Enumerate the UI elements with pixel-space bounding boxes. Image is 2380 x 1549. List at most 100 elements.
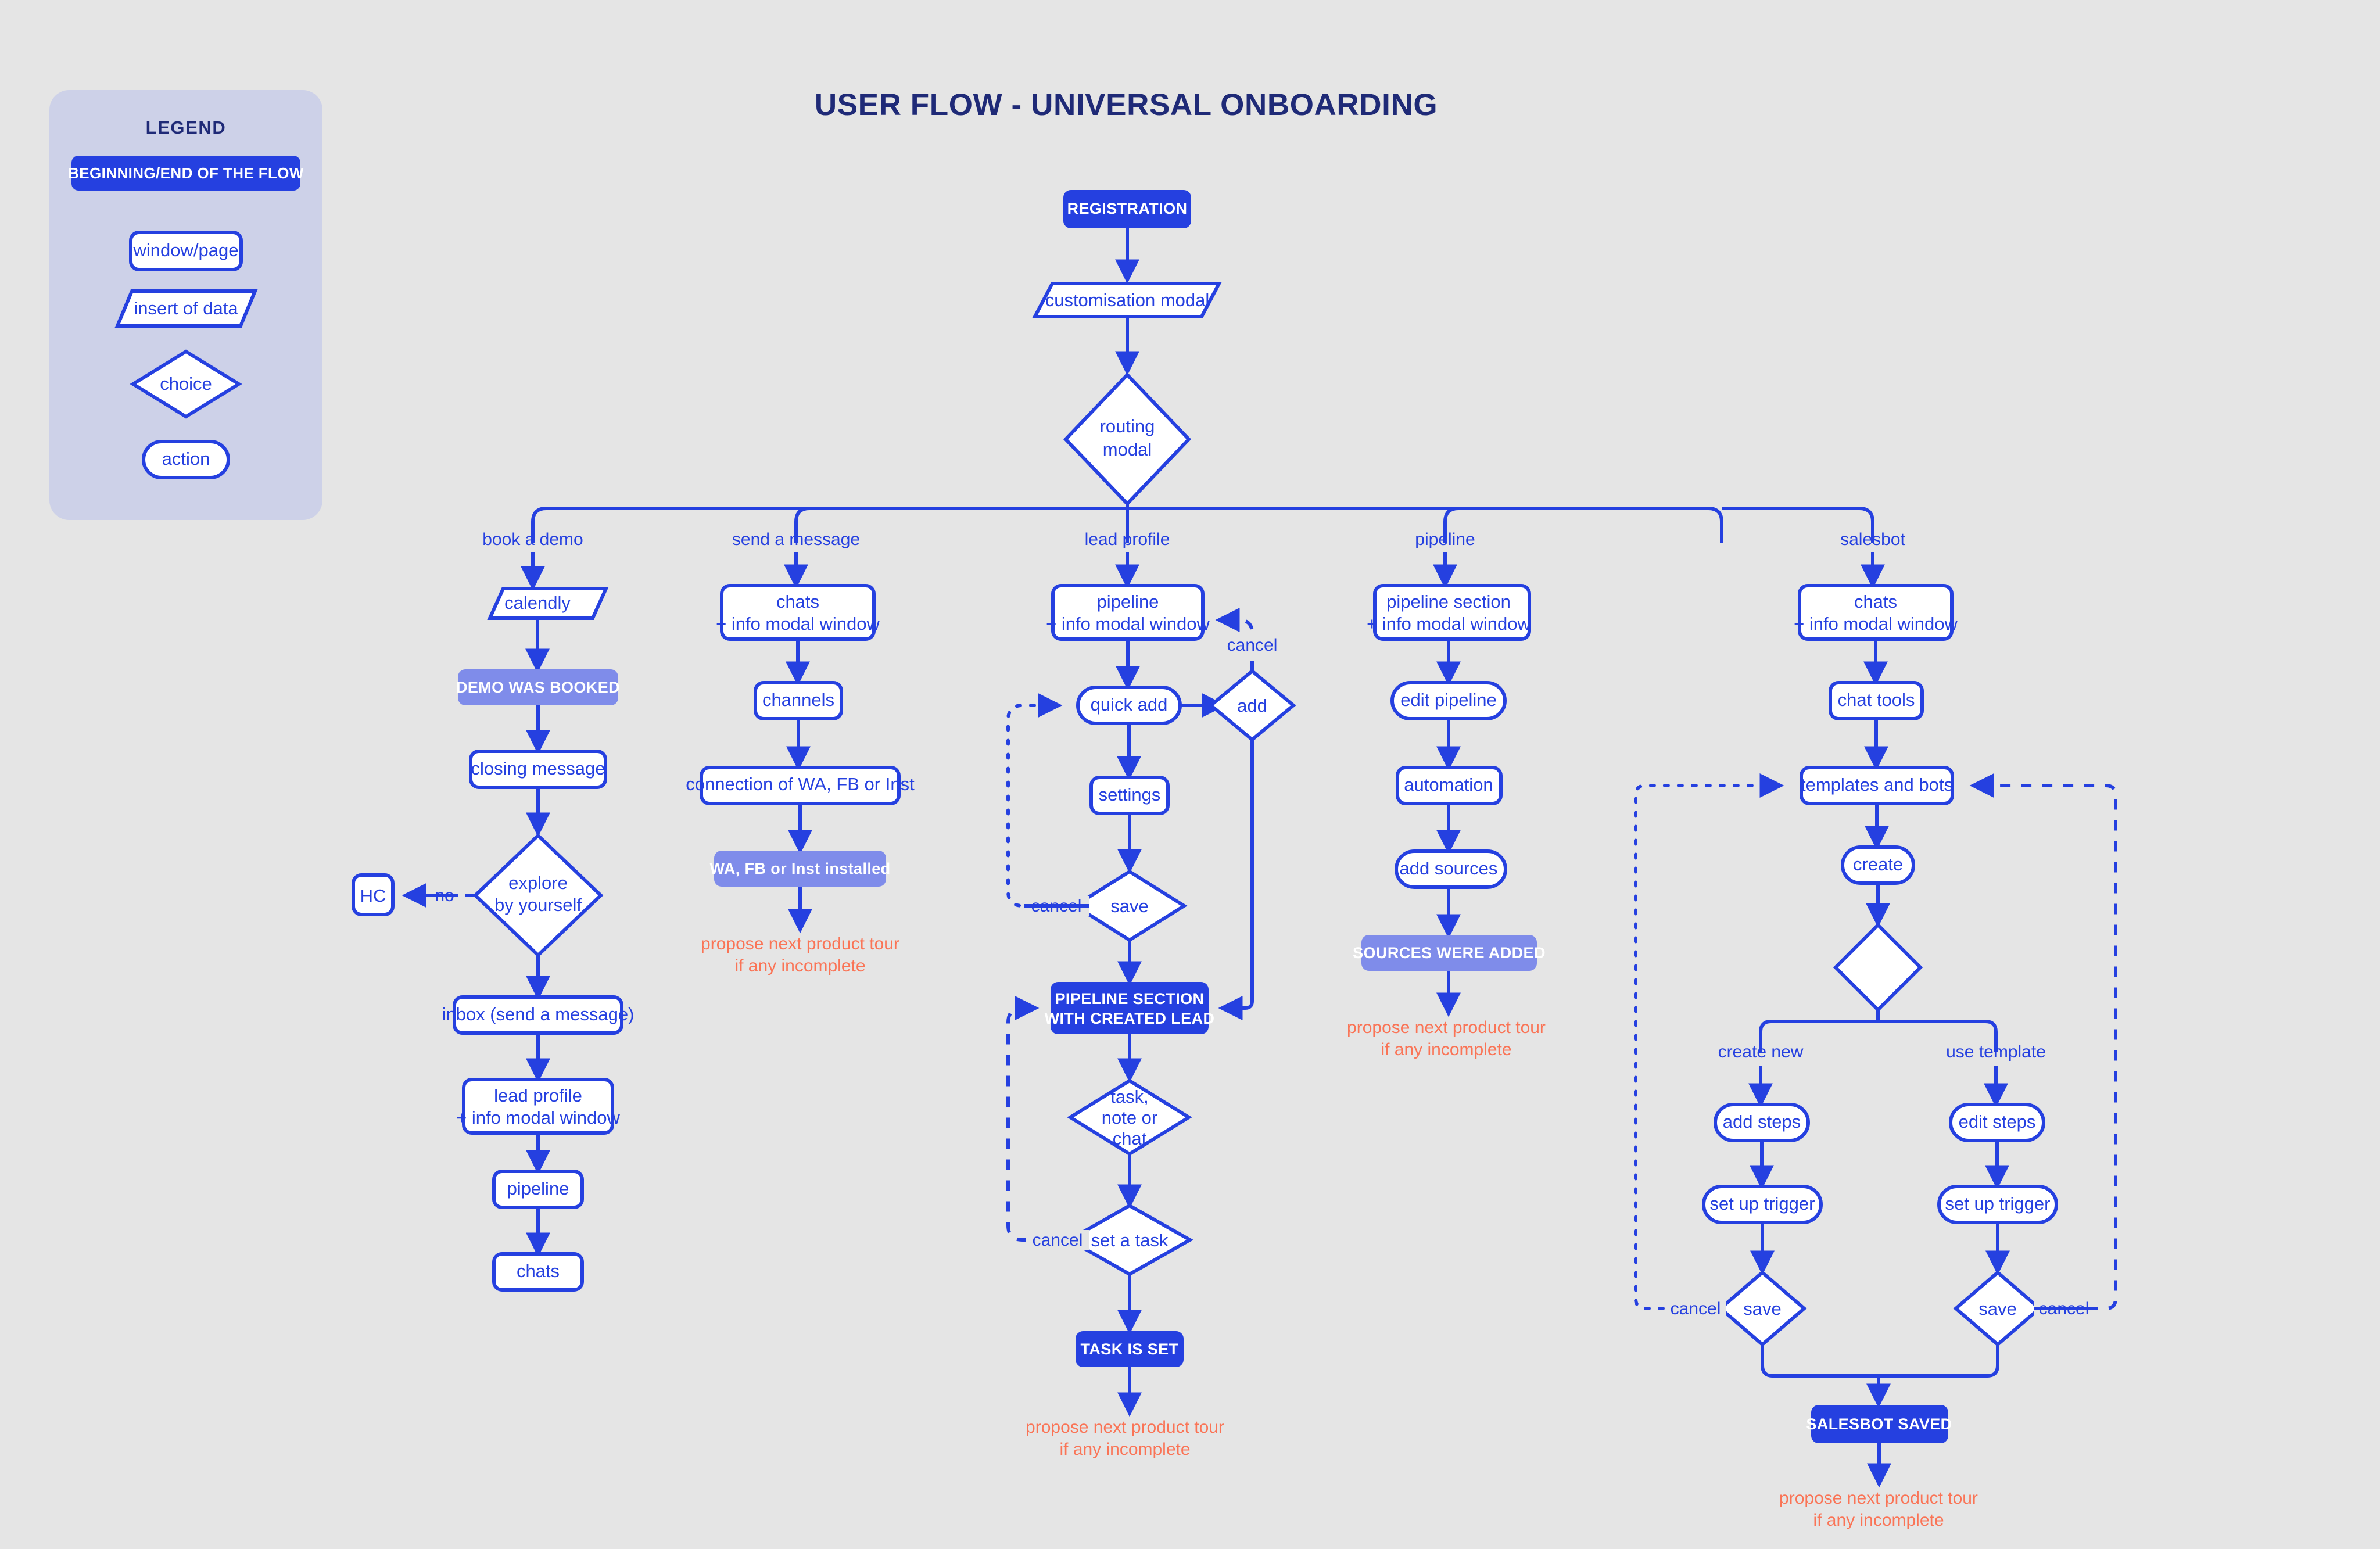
- note-col4-line2: if any incomplete: [1381, 1040, 1511, 1059]
- node-chats-modal-col5-line2: + info modal window: [1794, 614, 1958, 634]
- branch-bus: [531, 507, 1874, 543]
- legend-panel: LEGEND BEGINNING/END OF THE FLOW window/…: [49, 90, 322, 520]
- node-task-note-chat-line1: task,: [1110, 1087, 1148, 1107]
- node-routing-modal-line2: modal: [1103, 439, 1152, 460]
- node-closing-message-label: closing message: [471, 758, 605, 779]
- legend-item-label-3: choice: [160, 374, 212, 394]
- edge-label-cancel-add-text: cancel: [1227, 636, 1278, 655]
- legend-item-label-4: action: [162, 449, 210, 469]
- node-calendly-label: calendly: [504, 593, 571, 613]
- node-create-choice[interactable]: [1833, 922, 1923, 1013]
- node-sources-were-added-label: SOURCES WERE ADDED: [1353, 944, 1546, 962]
- node-add-sources[interactable]: [1395, 849, 1507, 889]
- node-pipeline-section-line2: WITH CREATED LEAD: [1045, 1010, 1215, 1027]
- note-col2-line2: if any incomplete: [734, 956, 865, 976]
- legend-stadium-shape: [142, 440, 230, 479]
- note-col5-line1: propose next product tour: [1779, 1489, 1978, 1508]
- node-save-right-label: save: [1978, 1299, 2016, 1319]
- legend-diamond-shape: [130, 349, 242, 419]
- node-add-sources-label: add sources: [1400, 858, 1498, 879]
- node-edit-steps-label: edit steps: [1959, 1111, 2036, 1132]
- node-automation-label: automation: [1404, 774, 1493, 795]
- node-task-note-chat-line2: note or: [1102, 1107, 1158, 1128]
- page-title: USER FLOW - UNIVERSAL ONBOARDING: [815, 88, 1438, 122]
- node-customisation-modal[interactable]: [1032, 282, 1222, 318]
- edge-add-to-pipeline-section: [1218, 740, 1254, 1020]
- edge-label-cancel-save: cancel: [1024, 896, 1089, 916]
- edge-choice-split-right: [1878, 1020, 1998, 1052]
- node-connection-label: connection of WA, FB or Inst: [686, 774, 915, 794]
- edge-cancel-right-loop: [1969, 773, 2117, 1310]
- edge-cancel-left-loop: [1634, 773, 1784, 1310]
- column-send-a-message: chats + info modal window channels conne…: [686, 552, 915, 976]
- node-salesbot-saved-label: SALESBOT SAVED: [1806, 1415, 1952, 1433]
- node-chats-col1[interactable]: [492, 1252, 584, 1292]
- node-task-note-chat-line3: chat: [1113, 1128, 1147, 1149]
- node-chats-modal-col2-line1: chats: [776, 591, 819, 612]
- node-hc-label: HC: [360, 885, 386, 906]
- branch-label-pipeline: pipeline: [1415, 530, 1475, 549]
- node-chats-col1-label: chats: [517, 1261, 560, 1281]
- node-hc[interactable]: [352, 873, 395, 916]
- edge-label-cancel-add: cancel: [1220, 635, 1285, 655]
- node-pipeline-col1-label: pipeline: [507, 1178, 569, 1199]
- branch-label-salesbot: salesbot: [1840, 530, 1905, 549]
- node-pipeline-section-modal[interactable]: [1373, 584, 1531, 641]
- node-channels-label: channels: [762, 690, 834, 710]
- edge-save-cancel-to-quick-add: [1006, 693, 1077, 908]
- node-installed[interactable]: [714, 851, 886, 887]
- node-pipeline-section-created-lead[interactable]: [1051, 982, 1209, 1034]
- edge-choice-split-left: [1759, 1010, 1880, 1052]
- edge-label-cancel-task: cancel: [1026, 1230, 1089, 1250]
- edge-label-create-new: create new: [1718, 1042, 1804, 1062]
- edge-label-cancel-left-text: cancel: [1671, 1299, 1721, 1318]
- node-pipeline-section-line1: PIPELINE SECTION: [1055, 990, 1205, 1007]
- node-calendly[interactable]: [487, 587, 609, 620]
- column-salesbot: chats + info modal window chat tools tem…: [1634, 552, 2117, 1530]
- edge-label-no: no: [431, 885, 458, 905]
- node-pipeline-section-modal-line1: pipeline section: [1386, 591, 1511, 612]
- node-sources-were-added[interactable]: [1361, 935, 1537, 971]
- node-edit-pipeline-label: edit pipeline: [1400, 690, 1496, 710]
- node-chat-tools-label: chat tools: [1838, 690, 1915, 710]
- flow-head: REGISTRATION customisation modal routing…: [1032, 190, 1222, 508]
- branch-label-book-a-demo: book a demo: [482, 530, 583, 549]
- node-installed-label: WA, FB or Inst installed: [709, 860, 890, 877]
- node-registration[interactable]: [1063, 190, 1191, 228]
- note-col5-line2: if any incomplete: [1813, 1511, 1944, 1530]
- node-salesbot-saved[interactable]: [1811, 1405, 1948, 1443]
- legend-parallelogram-shape: [114, 289, 258, 328]
- node-set-a-task-label: set a task: [1091, 1230, 1169, 1250]
- node-registration-label: REGISTRATION: [1067, 200, 1188, 217]
- node-templates-and-bots-label: templates and bots: [1801, 774, 1953, 795]
- column-lead-profile: pipeline + info modal window quick add a…: [1006, 552, 1296, 1459]
- legend-rect-shape: [129, 231, 243, 271]
- node-add-label: add: [1237, 695, 1267, 716]
- node-customisation-modal-label: customisation modal: [1045, 290, 1210, 310]
- node-pipeline-section-modal-line2: + info modal window: [1367, 614, 1530, 634]
- node-demo-was-booked-label: DEMO WAS BOOKED: [456, 679, 620, 696]
- node-add-steps-label: add steps: [1723, 1111, 1801, 1132]
- node-create-label: create: [1853, 854, 1903, 874]
- legend-title: LEGEND: [146, 117, 227, 138]
- node-set-up-trigger-left-label: set up trigger: [1710, 1193, 1815, 1214]
- node-save-col3-label: save: [1110, 896, 1148, 916]
- note-col4-line1: propose next product tour: [1347, 1018, 1546, 1037]
- node-chats-modal-col5-line1: chats: [1854, 591, 1897, 612]
- edge-label-cancel-task-text: cancel: [1033, 1231, 1083, 1250]
- node-routing-modal-line1: routing: [1100, 416, 1155, 436]
- node-chats-modal-col2-line2: + info modal window: [716, 614, 880, 634]
- edge-label-cancel-left: cancel: [1665, 1299, 1726, 1318]
- node-set-up-trigger-right-label: set up trigger: [1945, 1193, 2051, 1214]
- column-book-a-demo: calendly DEMO WAS BOOKED closing message…: [352, 552, 634, 1292]
- note-col3-line1: propose next product tour: [1026, 1418, 1224, 1437]
- node-save-left-label: save: [1743, 1299, 1781, 1319]
- note-col2-line1: propose next product tour: [701, 934, 899, 953]
- node-pipeline-modal-line1: pipeline: [1097, 591, 1159, 612]
- node-demo-was-booked[interactable]: [458, 669, 618, 705]
- node-task-is-set[interactable]: [1076, 1331, 1184, 1367]
- node-pipeline-modal-line2: + info modal window: [1046, 614, 1210, 634]
- node-settings-label: settings: [1099, 784, 1161, 805]
